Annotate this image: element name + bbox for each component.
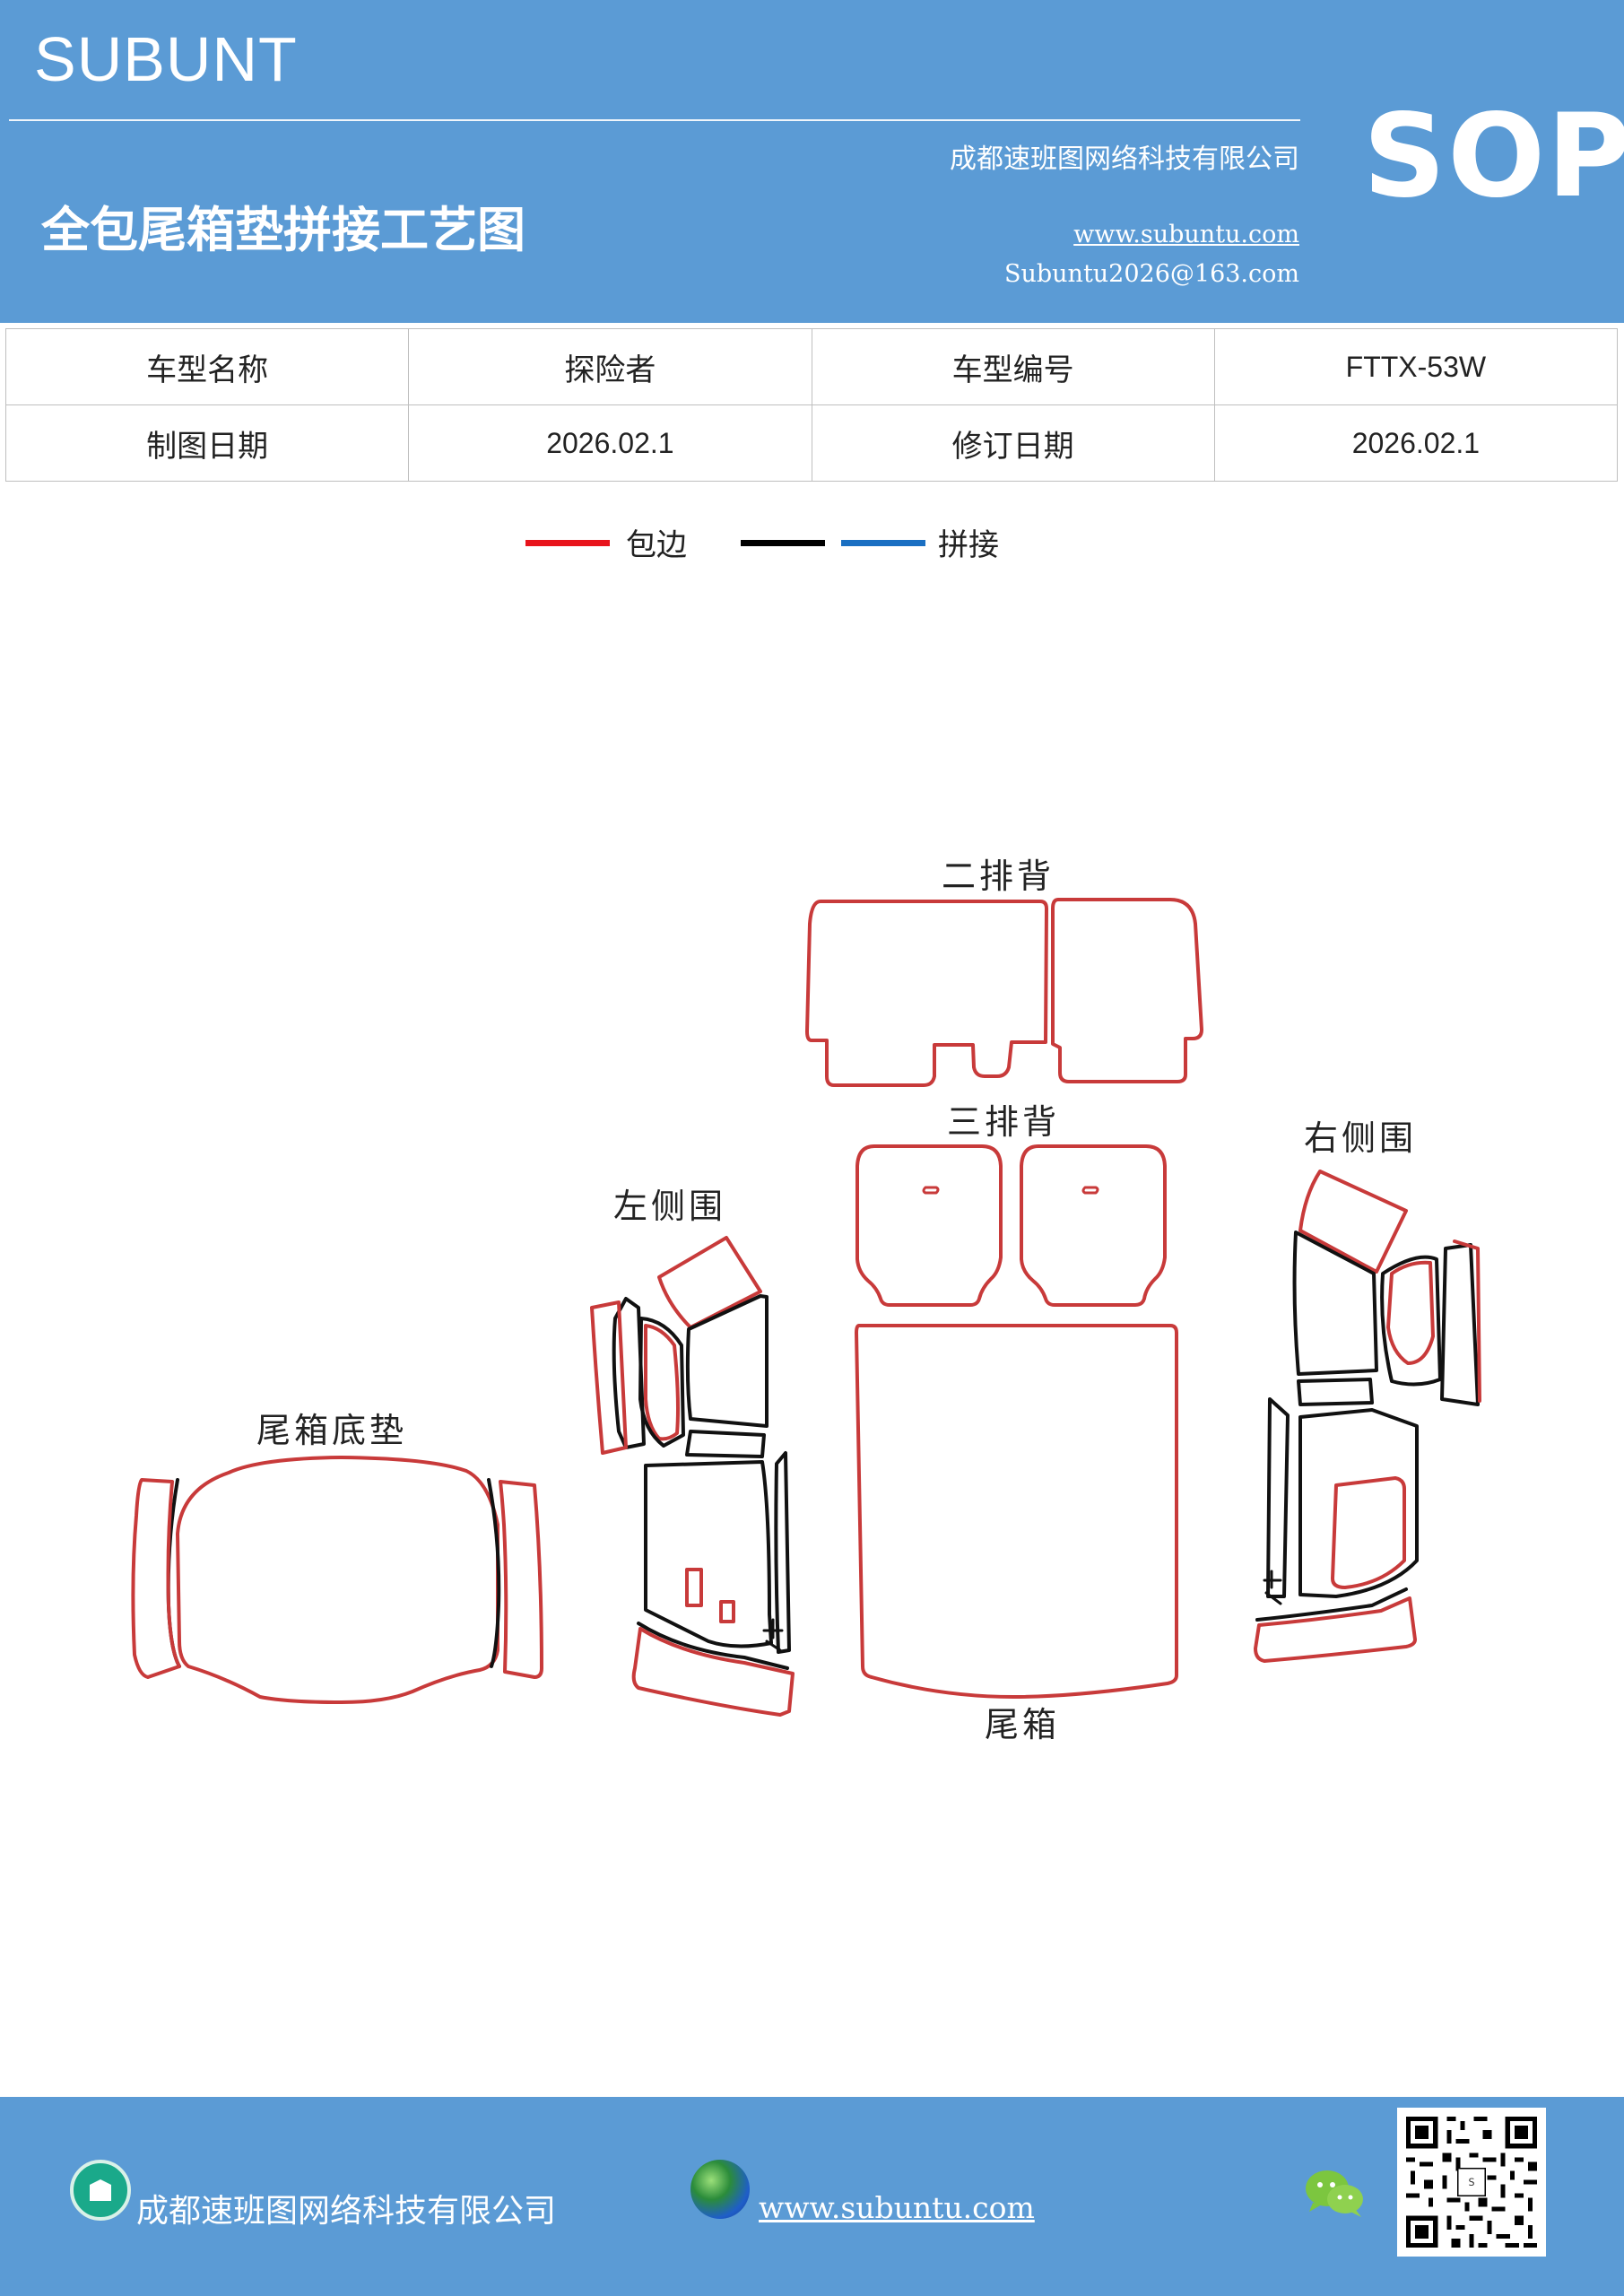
vehicle-info-table: 车型名称 探险者 车型编号 FTTX-53W 制图日期 2026.02.1 修订… bbox=[4, 328, 1619, 482]
third-row-back-right-piece bbox=[1020, 1144, 1167, 1307]
right-side-bottom-seam bbox=[1255, 1587, 1408, 1622]
left-side-bottom-seam bbox=[637, 1622, 789, 1670]
legend-swatch-edge bbox=[525, 540, 610, 546]
left-side-lower-panel bbox=[644, 1460, 773, 1648]
third-row-back-right-hole bbox=[1081, 1186, 1099, 1195]
value-revision-date: 2026.02.1 bbox=[1213, 404, 1619, 482]
third-row-back-left-hole bbox=[922, 1186, 940, 1195]
trunk-floor-right-flap bbox=[499, 1480, 543, 1679]
third-row-back-left-piece bbox=[855, 1144, 1003, 1307]
label-trunk: 尾箱 bbox=[985, 1705, 1060, 1744]
footer-banner: 成都速班图网络科技有限公司 www.subuntu.com bbox=[0, 2097, 1624, 2296]
trunk-floor-left-flap bbox=[131, 1478, 181, 1679]
footer-company-name: 成都速班图网络科技有限公司 bbox=[136, 2193, 557, 2230]
second-row-back-right-piece bbox=[1051, 898, 1203, 1083]
left-side-middle-strip bbox=[685, 1430, 766, 1458]
table-row: 车型名称 探险者 车型编号 FTTX-53W bbox=[4, 328, 1619, 405]
right-side-outer-strip bbox=[1440, 1243, 1480, 1406]
right-side-window-panel bbox=[1380, 1255, 1442, 1387]
legend-swatch-black bbox=[741, 540, 825, 546]
left-side-top-flap bbox=[657, 1236, 762, 1329]
contact-email[interactable]: Subuntu2026@163.com bbox=[1004, 260, 1299, 288]
svg-text:S: S bbox=[1468, 2177, 1474, 2188]
right-side-lower-strip bbox=[1266, 1397, 1290, 1598]
left-side-hole-2 bbox=[719, 1600, 735, 1623]
label-trunk-floor: 尾箱底垫 bbox=[256, 1411, 407, 1450]
label-left-side: 左侧围 bbox=[613, 1187, 726, 1226]
left-side-outer-strip bbox=[590, 1300, 628, 1455]
trunk-floor-center-piece bbox=[176, 1456, 499, 1704]
label-revision-date: 修订日期 bbox=[811, 404, 1215, 482]
right-side-upper-panel bbox=[1292, 1231, 1378, 1376]
company-name: 成都速班图网络科技有限公司 bbox=[950, 144, 1299, 175]
left-side-window-frame bbox=[638, 1317, 685, 1448]
brand-logo-text: SUBUNT bbox=[34, 24, 298, 94]
legend-label-edge: 包边 bbox=[626, 527, 687, 563]
right-side-window bbox=[1386, 1260, 1435, 1365]
right-side-lower-window bbox=[1331, 1476, 1406, 1589]
label-drawing-date: 制图日期 bbox=[4, 404, 410, 482]
left-side-bottom-flap bbox=[631, 1627, 795, 1717]
label-third-row-back: 三排背 bbox=[947, 1102, 1060, 1142]
trunk-main-piece bbox=[855, 1324, 1178, 1699]
right-side-tabs bbox=[1263, 1570, 1282, 1605]
legend-label-seam: 拼接 bbox=[938, 527, 999, 563]
right-side-lower-panel bbox=[1298, 1408, 1419, 1598]
building-icon bbox=[70, 2160, 131, 2221]
right-side-outer-strip-edge bbox=[1453, 1239, 1481, 1403]
label-model-name: 车型名称 bbox=[4, 328, 410, 405]
trunk-floor-right-seam bbox=[487, 1478, 501, 1668]
line-legend: 包边 拼接 bbox=[0, 520, 1624, 583]
right-side-bottom-flap bbox=[1254, 1596, 1417, 1663]
left-side-upper-panel bbox=[685, 1294, 769, 1428]
value-model-name: 探险者 bbox=[408, 328, 812, 405]
left-side-window bbox=[644, 1324, 680, 1441]
value-model-code: FTTX-53W bbox=[1213, 328, 1619, 405]
qr-code[interactable]: S bbox=[1397, 2108, 1546, 2257]
left-side-hole-1 bbox=[685, 1568, 703, 1607]
label-second-row-back: 二排背 bbox=[942, 857, 1055, 896]
header-divider bbox=[9, 119, 1300, 121]
value-drawing-date: 2026.02.1 bbox=[408, 404, 812, 482]
header-banner: SUBUNT 成都速班图网络科技有限公司 SOP 全包尾箱垫拼接工艺图 www.… bbox=[0, 0, 1624, 323]
left-side-tabs bbox=[762, 1618, 784, 1652]
legend-swatch-seam bbox=[841, 540, 925, 546]
globe-icon bbox=[690, 2160, 750, 2219]
second-row-back-left-piece bbox=[805, 900, 1048, 1087]
label-model-code: 车型编号 bbox=[811, 328, 1215, 405]
sop-badge: SOP bbox=[1363, 90, 1624, 223]
left-side-lower-strip bbox=[774, 1451, 791, 1654]
right-side-top-flap bbox=[1298, 1170, 1408, 1274]
footer-website-link[interactable]: www.subuntu.com bbox=[759, 2190, 1035, 2225]
website-link[interactable]: www.subuntu.com bbox=[1073, 221, 1299, 248]
label-right-side: 右侧围 bbox=[1304, 1118, 1417, 1158]
wechat-icon[interactable] bbox=[1304, 2167, 1367, 2221]
right-side-middle-strip bbox=[1297, 1378, 1374, 1406]
table-row: 制图日期 2026.02.1 修订日期 2026.02.1 bbox=[4, 404, 1619, 482]
page-title: 全包尾箱垫拼接工艺图 bbox=[41, 202, 525, 258]
